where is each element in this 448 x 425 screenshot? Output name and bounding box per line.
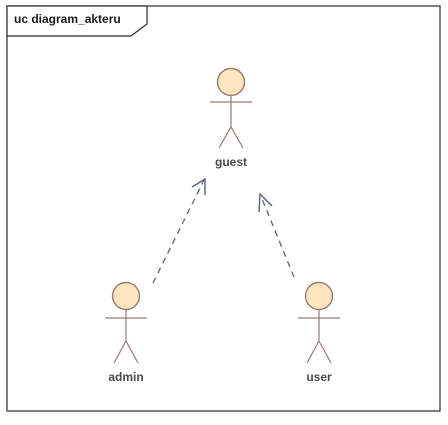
actor-admin[interactable]: admin: [105, 281, 147, 385]
arrow-head-icon: [191, 177, 206, 195]
actor-label: guest: [215, 155, 247, 169]
diagram-frame: uc diagram_akteru: [6, 5, 441, 412]
actor-left-leg: [306, 340, 320, 364]
frame-border: [6, 5, 441, 412]
actor-left-leg: [113, 340, 127, 364]
arrow-head-icon: [258, 192, 273, 213]
actor-head-icon: [216, 67, 246, 97]
actor-label: user: [306, 370, 332, 384]
actor-right-leg: [125, 340, 139, 364]
actor-right-leg: [230, 126, 244, 149]
actor-label: admin: [108, 370, 143, 384]
dependency-line: [152, 179, 205, 284]
actor-left-leg: [218, 126, 232, 149]
actor-guest[interactable]: guest: [210, 67, 252, 170]
dependency-line: [259, 193, 295, 278]
frame-title: uc diagram_akteru: [14, 12, 121, 26]
actor-right-leg: [318, 340, 332, 364]
actor-head-icon: [304, 281, 334, 311]
dependency-admin-guest[interactable]: [152, 177, 206, 284]
dependency-user-guest[interactable]: [258, 192, 295, 278]
actor-head-icon: [111, 281, 141, 311]
frame-title-tab: [6, 5, 148, 37]
actor-user[interactable]: user: [298, 281, 340, 385]
